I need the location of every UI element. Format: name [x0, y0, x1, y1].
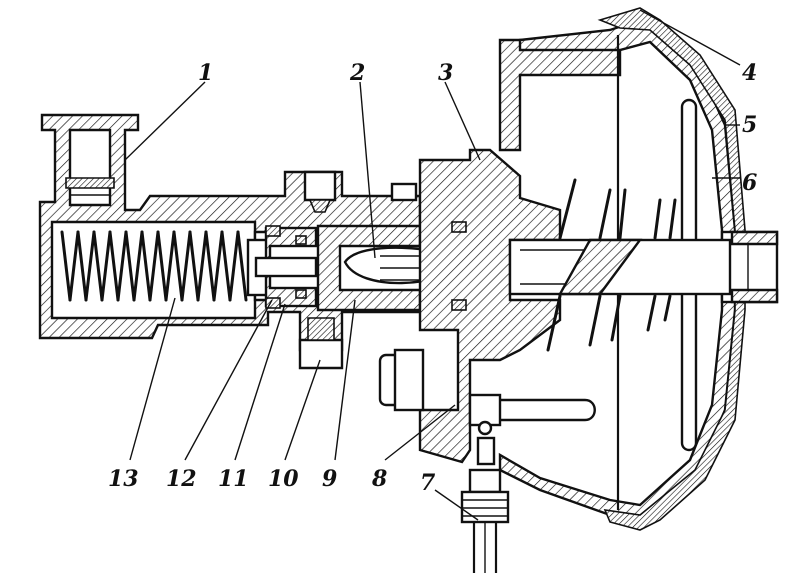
- callout-2: 2: [349, 60, 365, 86]
- piston-assembly: [246, 225, 333, 309]
- callout-4: 4: [742, 60, 757, 86]
- callout-9: 9: [322, 466, 337, 492]
- callout-1: 1: [198, 60, 213, 86]
- diaphragm: [508, 35, 732, 510]
- callout-12: 12: [166, 466, 197, 492]
- callout-13: 13: [108, 466, 139, 492]
- vacuum-fitting: [468, 393, 596, 466]
- callout-11: 11: [218, 466, 249, 492]
- callout-8: 8: [371, 466, 387, 492]
- return-spring: [60, 230, 248, 302]
- callout-5: 5: [742, 112, 757, 138]
- callout-3: 3: [438, 60, 453, 86]
- leader-lines: [124, 9, 741, 521]
- callout-labels: 1 2 3 4 5 6 7 8 9 10 11 12 13: [108, 60, 757, 496]
- callout-7: 7: [420, 470, 436, 496]
- chamber-springs: [546, 178, 677, 352]
- hose-fitting: [460, 468, 510, 573]
- callout-6: 6: [742, 170, 757, 196]
- callout-10: 10: [268, 466, 299, 492]
